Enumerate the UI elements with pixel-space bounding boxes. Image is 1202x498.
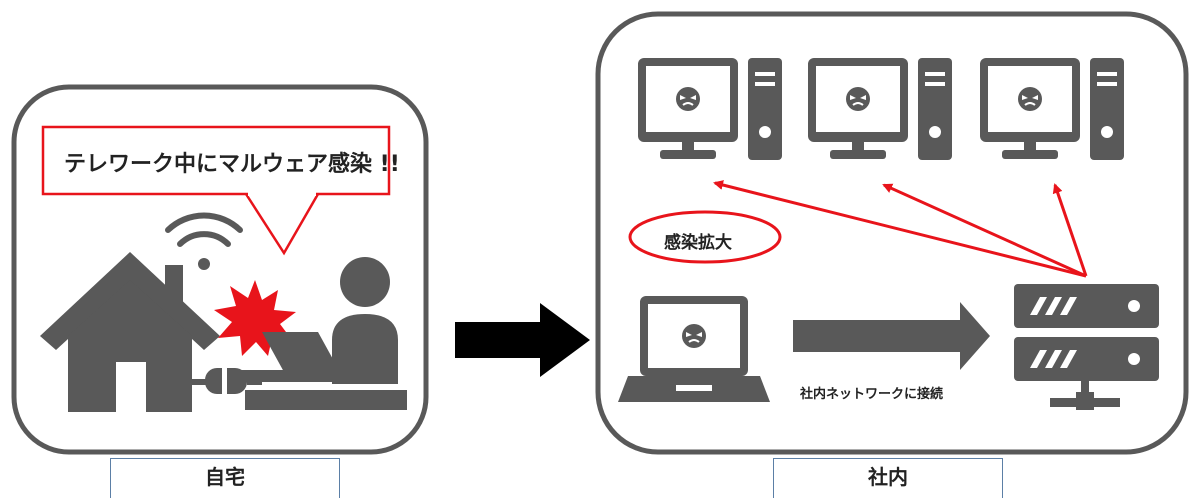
server-icon [1014, 284, 1159, 410]
spread-arrow-1 [713, 180, 1087, 278]
office-pc-1-icon [638, 58, 782, 160]
office-caption: 社内 [773, 458, 1003, 498]
spread-arrows [713, 180, 1088, 278]
spread-label: 感染拡大 [664, 233, 732, 253]
person-icon [332, 257, 398, 384]
callout-bubble [41, 125, 391, 256]
connect-label: 社内ネットワークに接続 [800, 387, 944, 402]
office-laptop-icon [618, 296, 770, 402]
house-icon [40, 252, 220, 412]
connect-arrow [793, 302, 990, 370]
spread-arrow-3 [1052, 183, 1088, 277]
home-frame [11, 84, 429, 455]
callout-text: テレワーク中にマルウェア感染 !! [64, 152, 400, 177]
wifi-icon [165, 212, 243, 270]
desk [245, 390, 407, 410]
spread-ellipse [628, 210, 782, 264]
office-pc-3-icon [980, 58, 1124, 160]
home-laptop-icon [240, 332, 350, 382]
spread-arrow-2 [882, 183, 1087, 278]
flow-arrow [455, 303, 590, 377]
office-pc-2-icon [808, 58, 952, 160]
office-frame [595, 11, 1189, 455]
home-caption: 自宅 [110, 458, 340, 498]
